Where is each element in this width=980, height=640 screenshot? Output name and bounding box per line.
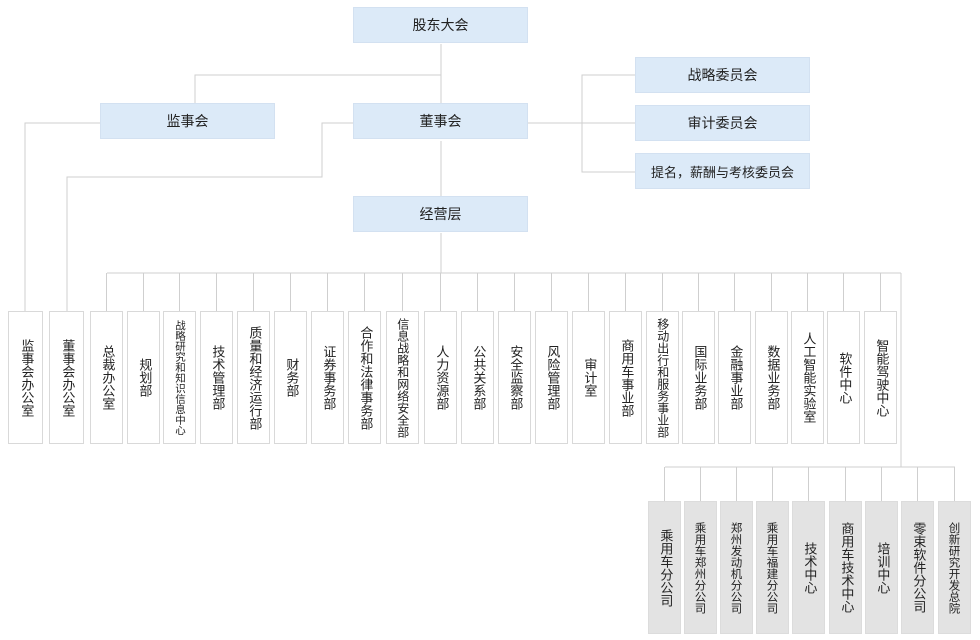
department-box: 监事会办公室 (8, 311, 43, 444)
audit-committee-box: 审计委员会 (635, 105, 810, 141)
subsidiary-box: 技术中心 (792, 501, 825, 634)
subsidiary-box: 乘用车分公司 (648, 501, 681, 634)
department-box: 质量和经济运行部 (237, 311, 270, 444)
subsidiary-box: 创新研究开发总院 (938, 501, 971, 634)
department-box: 财务部 (274, 311, 307, 444)
department-box: 信息战略和网络安全部 (386, 311, 419, 444)
department-box: 人工智能实验室 (791, 311, 824, 444)
subsidiary-box: 零束软件分公司 (901, 501, 934, 634)
department-box: 风险管理部 (535, 311, 568, 444)
subsidiary-box: 郑州发动机分公司 (720, 501, 753, 634)
department-box: 安全监察部 (498, 311, 531, 444)
subsidiary-box: 乘用车福建分公司 (756, 501, 789, 634)
department-box: 数据业务部 (755, 311, 788, 444)
subsidiary-box: 商用车技术中心 (829, 501, 862, 634)
board-of-directors-box: 董事会 (353, 103, 528, 139)
department-box: 总裁办公室 (90, 311, 123, 444)
department-box: 技术管理部 (200, 311, 233, 444)
management-box: 经营层 (353, 196, 528, 232)
subsidiary-box: 培训中心 (865, 501, 898, 634)
department-box: 商用车事业部 (609, 311, 642, 444)
department-box: 合作和法律事务部 (348, 311, 381, 444)
subsidiary-box: 乘用车郑州分公司 (684, 501, 717, 634)
department-box: 公共关系部 (461, 311, 494, 444)
department-box: 智能驾驶中心 (864, 311, 897, 444)
department-box: 国际业务部 (682, 311, 715, 444)
department-box: 人力资源部 (424, 311, 457, 444)
department-box: 规划部 (127, 311, 160, 444)
department-box: 证券事务部 (311, 311, 344, 444)
department-box: 软件中心 (827, 311, 860, 444)
department-box: 金融事业部 (718, 311, 751, 444)
department-box: 董事会办公室 (49, 311, 84, 444)
department-box: 移动出行和服务事业部 (646, 311, 679, 444)
department-box: 审计室 (572, 311, 605, 444)
strategy-committee-box: 战略委员会 (635, 57, 810, 93)
department-box: 战略研究和知识信息中心 (163, 311, 196, 444)
nomination-committee-box: 提名，薪酬与考核委员会 (635, 153, 810, 189)
supervisory-board-box: 监事会 (100, 103, 275, 139)
shareholders-meeting-box: 股东大会 (353, 7, 528, 43)
